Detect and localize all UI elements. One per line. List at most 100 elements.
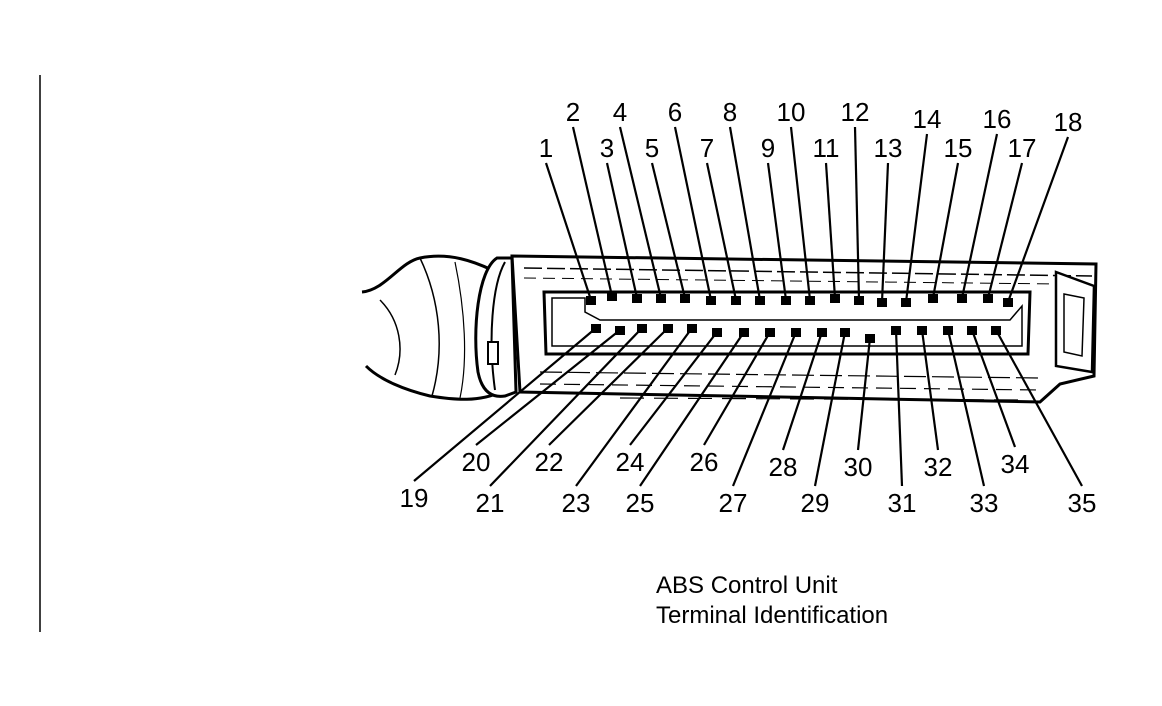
leader-line-28 [781,331,824,451]
terminal-label-31: 31 [888,488,917,518]
harness-fold [379,299,401,376]
leader-line-2 [571,126,614,297]
terminal-pin-13 [877,298,887,307]
leader-line-9 [766,162,788,301]
terminal-pin-16 [957,294,967,303]
collar-tab [487,341,499,365]
terminal-label-30: 30 [844,452,873,482]
pin-cavity-frame [542,290,1032,356]
caption-subtitle: Terminal Identification [656,602,889,629]
leader-line-13 [880,162,890,303]
leader-line-27 [731,331,798,487]
terminal-label-11: 11 [813,133,840,163]
terminal-pin-6 [706,296,716,305]
collar-ring [490,261,506,391]
terminal-label-22: 22 [535,447,564,477]
terminal-pin-4 [656,294,666,303]
terminal-label-27: 27 [719,488,748,518]
leader-line-7 [705,162,738,301]
leader-line-30 [856,337,872,451]
leader-line-8 [728,126,762,301]
leader-lines [413,126,1083,487]
housing-end-block [1054,270,1096,374]
terminal-label-14: 14 [913,104,942,134]
leader-line-32 [920,329,940,451]
terminal-pin-1 [586,296,596,305]
terminal-label-20: 20 [462,447,491,477]
terminal-pin-12 [854,296,864,305]
terminal-pin-3 [632,294,642,303]
leader-line-15 [931,162,960,299]
terminal-label-29: 29 [801,488,830,518]
leader-line-22 [548,327,669,446]
terminal-label-28: 28 [769,452,798,482]
terminal-pin-11 [830,294,840,303]
leader-line-14 [904,133,929,303]
leader-line-12 [853,126,861,301]
terminal-label-1: 1 [539,133,553,163]
leader-line-26 [703,331,771,446]
terminal-label-4: 4 [613,97,627,127]
housing-end-slot [1063,293,1085,357]
leader-line-3 [605,162,639,299]
housing-ridge [539,383,1041,391]
leader-line-23 [575,327,693,487]
harness-fold [419,257,440,397]
terminal-label-2: 2 [566,97,580,127]
leader-line-24 [629,331,718,446]
terminal-label-10: 10 [777,97,806,127]
leader-line-11 [824,162,837,299]
pin-cavity-inner [551,297,1023,347]
terminal-label-34: 34 [1001,449,1030,479]
caption-title: ABS Control Unit [656,572,838,599]
leader-line-17 [986,162,1024,299]
leader-line-18 [1006,136,1070,303]
terminal-label-7: 7 [700,133,714,163]
terminal-label-26: 26 [690,447,719,477]
leader-line-4 [618,126,663,299]
leader-line-20 [475,329,621,446]
leader-line-25 [639,331,745,487]
terminal-label-6: 6 [668,97,682,127]
terminal-label-19: 19 [400,483,429,513]
terminal-label-21: 21 [476,488,505,518]
leader-line-16 [960,133,999,299]
terminal-label-17: 17 [1008,133,1037,163]
terminal-label-32: 32 [924,452,953,482]
terminal-pin-15 [928,294,938,303]
terminal-label-15: 15 [944,133,973,163]
terminal-pin-7 [731,296,741,305]
leader-line-19 [413,327,597,482]
housing-ridge [523,277,1061,285]
terminal-label-35: 35 [1068,488,1097,518]
terminal-pin-5 [680,294,690,303]
terminal-pin-10 [805,296,815,305]
leader-line-6 [673,126,713,301]
connector-collar [474,256,518,398]
terminal-label-16: 16 [983,104,1012,134]
terminal-pin-17 [983,294,993,303]
leader-line-33 [946,329,986,487]
terminal-label-33: 33 [970,488,999,518]
terminal-label-25: 25 [626,488,655,518]
terminal-pin-14 [901,298,911,307]
terminal-pin-9 [781,296,791,305]
leader-line-5 [650,162,687,299]
terminal-labels: 1234567891011121314151617181920212223242… [400,97,1097,518]
terminal-pin-8 [755,296,765,305]
terminal-label-13: 13 [874,133,903,163]
terminal-label-8: 8 [723,97,737,127]
terminal-label-9: 9 [761,133,775,163]
leader-line-21 [489,327,643,487]
leader-line-1 [544,162,593,301]
terminal-label-18: 18 [1054,107,1083,137]
terminal-label-3: 3 [600,133,614,163]
leader-line-10 [789,126,812,301]
terminal-label-23: 23 [562,488,591,518]
terminal-pin-18 [1003,298,1013,307]
harness-fold [454,261,466,399]
leader-line-29 [813,331,847,487]
leader-line-35 [995,329,1083,487]
leader-line-34 [970,329,1017,448]
